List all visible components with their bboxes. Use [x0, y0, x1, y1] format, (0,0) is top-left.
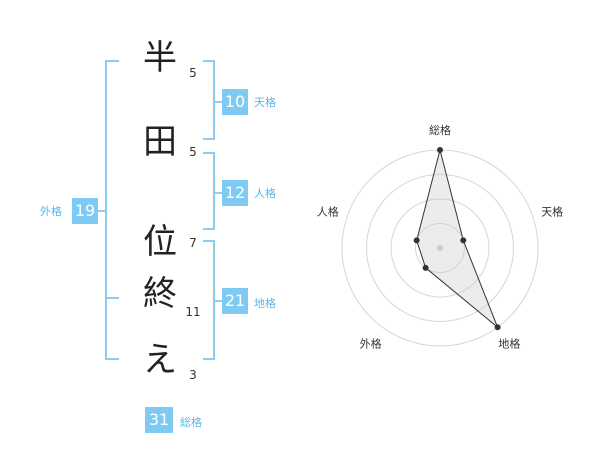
- gaikaku-bracket: [105, 60, 119, 360]
- gaikaku-divider-tick: [105, 297, 119, 299]
- radar-point-3: [494, 324, 501, 331]
- jinkaku-label: 人格: [254, 187, 276, 200]
- tenkaku-connector: [214, 101, 222, 103]
- radar-axis-label-5: 人格: [317, 205, 339, 219]
- soukaku-label: 総格: [180, 416, 202, 429]
- radar-ring-3: [366, 174, 514, 322]
- radar-point-5: [413, 237, 420, 244]
- soukaku-badge: 31: [145, 407, 173, 433]
- gaikaku-connector: [98, 210, 106, 212]
- stroke-count-1: 5: [189, 66, 197, 80]
- jinkaku-connector: [214, 192, 222, 194]
- radar-axis-label-1: 総格: [429, 123, 451, 137]
- radar-axis-label-4: 外格: [360, 337, 382, 351]
- radar-center-dot: [437, 245, 443, 251]
- stroke-count-3: 7: [189, 236, 197, 250]
- radar-points: [413, 147, 501, 331]
- tenkaku-badge: 10: [222, 89, 248, 115]
- name-char-5: え: [143, 340, 177, 380]
- radar-polygon: [416, 149, 499, 328]
- name-char-2: 田: [143, 122, 177, 162]
- jinkaku-badge: 12: [222, 180, 248, 206]
- jinkaku-bracket: [203, 152, 215, 230]
- tenkaku-label: 天格: [254, 96, 276, 109]
- radar-shape: [416, 149, 499, 328]
- radar-point-4: [422, 264, 429, 271]
- name-char-1: 半: [143, 38, 177, 78]
- stroke-count-5: 3: [189, 368, 197, 382]
- radar-ring-1: [415, 223, 465, 273]
- chikaku-badge: 21: [222, 288, 248, 314]
- radar-ring-2: [390, 198, 490, 298]
- stroke-count-2: 5: [189, 145, 197, 159]
- chikaku-connector: [214, 300, 222, 302]
- radar-axis-label-2: 天格: [541, 205, 563, 219]
- stroke-count-4: 11: [185, 305, 201, 319]
- radar-point-1: [437, 147, 443, 153]
- radar-axis-label-3: 地格: [498, 337, 520, 351]
- gaikaku-label: 外格: [40, 205, 62, 218]
- radar-point-2: [460, 237, 467, 244]
- chikaku-label: 地格: [254, 297, 276, 310]
- name-char-3: 位: [143, 222, 177, 262]
- name-char-4: 終: [143, 274, 177, 314]
- tenkaku-bracket: [203, 60, 215, 140]
- gaikaku-badge: 19: [72, 198, 98, 224]
